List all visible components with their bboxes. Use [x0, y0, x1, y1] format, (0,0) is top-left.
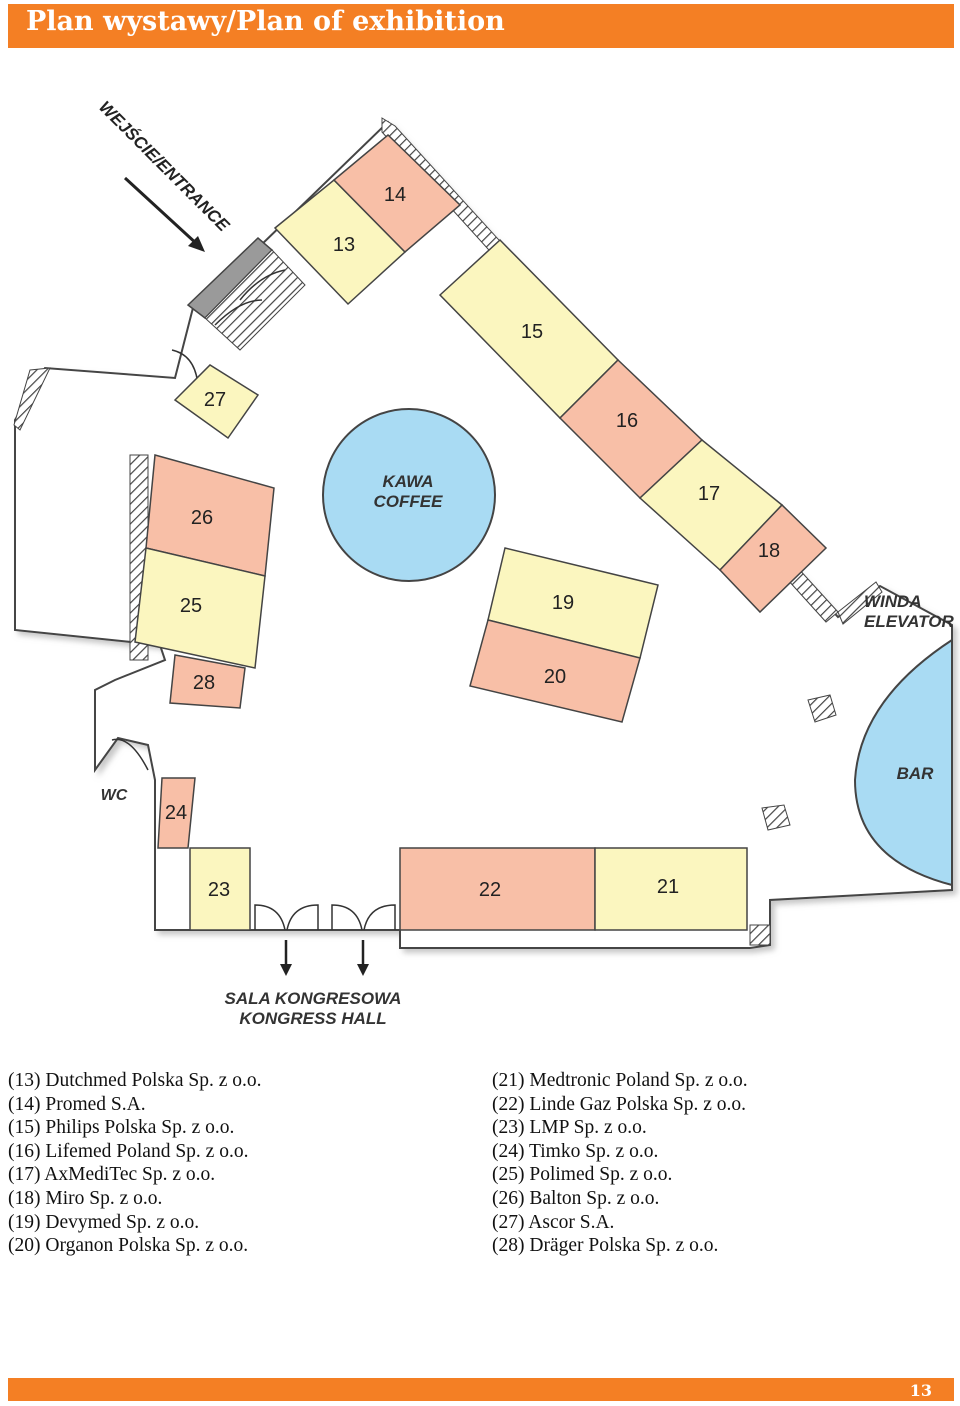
legend-entry: (25) Polimed Sp. z o.o.: [492, 1164, 673, 1186]
booth-28-label: 28: [193, 672, 215, 694]
booth-25-label: 25: [180, 595, 202, 617]
booth-14-label: 14: [384, 184, 406, 206]
booth-24[interactable]: [157, 777, 196, 849]
booth-21[interactable]: [594, 847, 748, 931]
coffee-label-pl: KAWA: [383, 472, 434, 491]
legend-entry: (24) Timko Sp. z o.o.: [492, 1140, 659, 1162]
wc-label: WC: [101, 787, 128, 804]
booth-18-label: 18: [758, 540, 780, 562]
legend-entry: (22) Linde Gaz Polska Sp. z o.o.: [492, 1093, 746, 1115]
booth-23[interactable]: [189, 847, 251, 931]
entrance-arrow-icon: [123, 176, 205, 252]
booth-14[interactable]: [332, 133, 462, 254]
booth-28[interactable]: [169, 654, 246, 709]
page-number: 13: [909, 1381, 932, 1400]
footer-bar: [8, 1378, 954, 1401]
elevator-label-en: ELEVATOR: [864, 612, 954, 631]
legend-entry: (28) Dräger Polska Sp. z o.o.: [492, 1235, 719, 1257]
booth-20[interactable]: [469, 619, 641, 723]
booths: [134, 133, 828, 931]
header-bar: [8, 4, 954, 48]
booth-labels: 13 14 15 16 17 18 19 20 26 25 28 27 24 2…: [165, 184, 780, 901]
booth-27[interactable]: [173, 364, 260, 440]
booth-20-label: 20: [544, 666, 566, 688]
booth-16-label: 16: [616, 410, 638, 432]
congress-hall-label-en: KONGRESS HALL: [239, 1009, 386, 1028]
legend-entry: (14) Promed S.A.: [8, 1093, 146, 1115]
legend-entry: (17) AxMediTec Sp. z o.o.: [8, 1164, 216, 1186]
bar-label: BAR: [897, 764, 935, 783]
booth-22[interactable]: [399, 847, 596, 931]
legend-entry: (23) LMP Sp. z o.o.: [492, 1117, 647, 1139]
booth-23-label: 23: [208, 879, 230, 901]
booth-21-label: 21: [657, 876, 679, 898]
booth-18[interactable]: [718, 503, 828, 614]
booth-15-label: 15: [521, 321, 543, 343]
legend-entry: (26) Balton Sp. z o.o.: [492, 1187, 660, 1209]
congress-hall-doors: [254, 904, 396, 931]
coffee-label-en: COFFEE: [374, 492, 444, 511]
booth-24-label: 24: [165, 802, 187, 824]
congress-hall-arrows-icon: [280, 940, 369, 976]
page-title: Plan wystawy/Plan of exhibition: [26, 6, 505, 37]
legend-entry: (15) Philips Polska Sp. z o.o.: [8, 1117, 235, 1139]
legend-entry: (27) Ascor S.A.: [492, 1211, 615, 1233]
legend-left-column: (13) Dutchmed Polska Sp. z o.o. (14) Pro…: [8, 1069, 261, 1258]
booth-22-label: 22: [479, 879, 501, 901]
booth-26-label: 26: [191, 507, 213, 529]
legend-entry: (16) Lifemed Poland Sp. z o.o.: [8, 1140, 249, 1162]
legend-entry: (20) Organon Polska Sp. z o.o.: [8, 1235, 249, 1257]
congress-hall-label-pl: SALA KONGRESOWA: [225, 989, 402, 1008]
legend-entry: (19) Devymed Sp. z o.o.: [8, 1211, 200, 1233]
coffee-area[interactable]: [322, 408, 496, 582]
booth-13-label: 13: [333, 234, 355, 256]
legend-right-column: (21) Medtronic Poland Sp. z o.o. (22) Li…: [492, 1069, 748, 1258]
exhibition-floor-plan: WEJŚCIE/ENTRANCE 13 14 15 16 17 18 19 20…: [13, 97, 954, 1028]
legend-entry: (18) Miro Sp. z o.o.: [8, 1187, 163, 1209]
bar-area[interactable]: [853, 638, 953, 887]
booth-17-label: 17: [698, 483, 720, 505]
legend-entry: (13) Dutchmed Polska Sp. z o.o.: [8, 1070, 262, 1091]
booth-25[interactable]: [134, 547, 266, 669]
elevator-label-pl: WINDA: [864, 592, 922, 611]
legend-entry: (21) Medtronic Poland Sp. z o.o.: [492, 1070, 748, 1091]
booth-19-label: 19: [552, 592, 574, 614]
booth-27-label: 27: [204, 389, 226, 411]
wc-door: [111, 738, 149, 771]
